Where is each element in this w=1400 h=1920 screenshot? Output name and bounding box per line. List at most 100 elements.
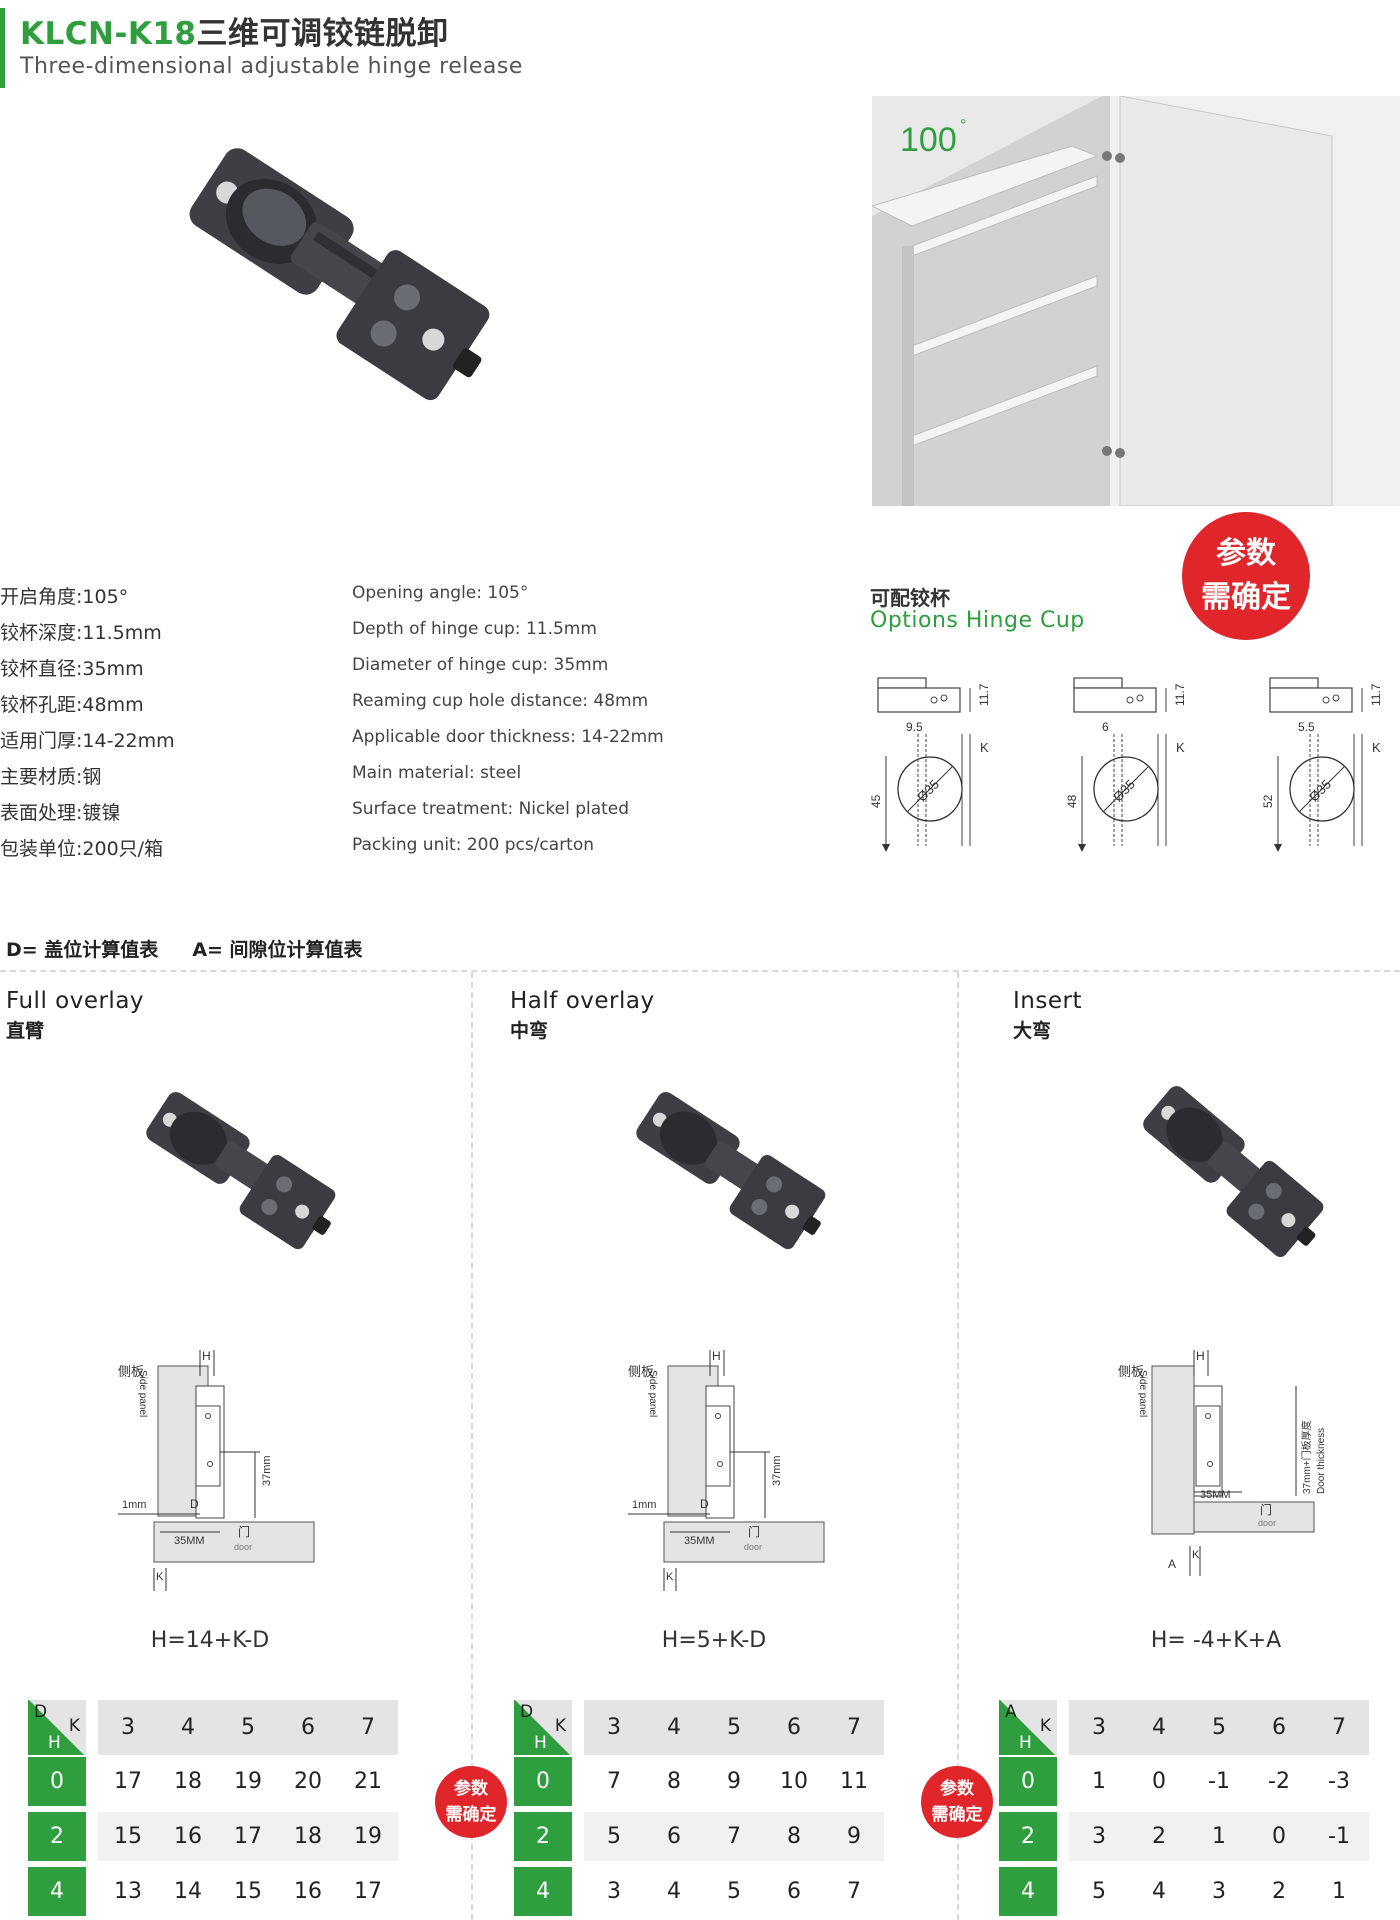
h-label: H [712, 1349, 721, 1363]
table-h-cell: 4 [999, 1867, 1057, 1916]
table-h-cell: 2 [514, 1812, 572, 1861]
table-cell: 19 [338, 1812, 398, 1861]
cup-height-label: 11.7 [977, 683, 991, 706]
section-divider [0, 970, 1400, 972]
mm35-label: 35MM [174, 1535, 205, 1547]
spec-value: 105° [82, 586, 129, 608]
table-h-cell: 4 [514, 1867, 572, 1916]
table-k-header: 5 [704, 1700, 764, 1755]
door-cn: 门 [238, 1524, 250, 1539]
corner-left: D [520, 1702, 534, 1722]
spec-label: 铰杯直径: [0, 658, 83, 680]
cup-k-label: K [1176, 740, 1185, 755]
k-label: K [156, 1571, 164, 1583]
table-cell: 2 [1129, 1812, 1189, 1861]
corner-left: D [34, 1702, 48, 1722]
door-en: door [234, 1542, 252, 1552]
table-cell: 17 [218, 1812, 278, 1861]
corner-bottom: H [48, 1733, 61, 1753]
spec-label: 表面处理: [0, 802, 83, 824]
side-panel-en: Side panel [647, 1370, 658, 1417]
hinge-cup-diagram-2: 11.7 5.5 K Ø35 52 [1262, 677, 1383, 852]
spec-en-1: Depth of hinge cup: 11.5mm [352, 619, 597, 639]
spec-cn-7: 包装单位:200只/箱 [0, 834, 163, 861]
mm35-label: 35MM [684, 1535, 715, 1547]
mm1-label: 1mm [632, 1499, 656, 1511]
badge-line1: 参数 [1216, 536, 1276, 571]
spec-label: 主要材质: [0, 766, 83, 788]
spec-value: 200只/箱 [82, 838, 164, 860]
cup-offset-label: 6 [1102, 720, 1109, 734]
table-cell: -2 [1268, 1769, 1290, 1794]
hinge-image-2 [1143, 1086, 1324, 1257]
cup-height-label: 11.7 [1369, 683, 1383, 706]
hinge-cup-diagram-1: 11.7 6 K Ø35 48 [1066, 677, 1187, 852]
table-corner: A K H [999, 1700, 1057, 1755]
column-divider-1 [471, 972, 473, 1920]
table-cell: 8 [667, 1769, 681, 1794]
table-cell: 2 [1272, 1879, 1286, 1904]
table-cell: 15 [234, 1879, 262, 1904]
table-k-header: 7 [338, 1700, 398, 1755]
side-panel-en: Side panel [1137, 1370, 1148, 1417]
cup-k-label: K [980, 740, 989, 755]
spec-en-6: Surface treatment: Nickel plated [352, 799, 630, 819]
main-hinge-image [189, 148, 490, 401]
table-cell: 5 [584, 1812, 644, 1861]
mm37-label: 37mm [771, 1455, 783, 1486]
spec-value: 14-22mm [82, 730, 175, 752]
spec-label: 铰杯深度: [0, 622, 83, 644]
cup-subtitle: Options Hinge Cup [870, 608, 1085, 633]
table-cell: 17 [114, 1769, 142, 1794]
legend-a: A= 间隙位计算值表 [192, 939, 363, 961]
spec-label: 适用门厚: [0, 730, 83, 752]
model-code: KLCN-K18 [20, 16, 197, 52]
cabinet-image: 100 ° [872, 96, 1400, 506]
spec-label: 包装单位: [0, 838, 83, 860]
hinge-image-0 [146, 1092, 336, 1250]
cup-offset-label: 9.5 [906, 720, 923, 734]
table-cell: 5 [727, 1879, 741, 1904]
cup-distance-label: 45 [870, 794, 883, 808]
a-label: A [1168, 1557, 1176, 1571]
table-cell: 0 [1249, 1812, 1309, 1861]
corner-right: K [554, 1716, 566, 1736]
spec-en-5: Main material: steel [352, 763, 522, 783]
col-cn-full-overlay: 直臂 [6, 1020, 45, 1042]
table-cell: 18 [278, 1812, 338, 1861]
corner-right: K [1039, 1716, 1051, 1736]
svg-text:100: 100 [900, 121, 957, 159]
spec-en-2: Diameter of hinge cup: 35mm [352, 655, 609, 675]
h-label: H [1196, 1349, 1205, 1363]
h-label: H [202, 1349, 211, 1363]
table-cell: 4 [667, 1879, 681, 1904]
mid-badge-line1: 参数 [454, 1779, 488, 1799]
table-cell: 5 [1092, 1879, 1106, 1904]
spec-value: 35mm [82, 658, 144, 680]
table-cell: 9 [727, 1769, 741, 1794]
cup-distance-label: 52 [1262, 794, 1275, 808]
table-k-header: 4 [644, 1700, 704, 1755]
spec-value: 48mm [82, 694, 144, 716]
spec-en-0: Opening angle: 105° [352, 583, 529, 603]
corner-bottom: H [1019, 1733, 1032, 1753]
table-cell: 16 [294, 1879, 322, 1904]
table-k-header: 7 [824, 1700, 884, 1755]
mid-badge-line2: 需确定 [445, 1805, 497, 1825]
mid-badge-1: 参数 需确定 [435, 1766, 507, 1838]
table-corner: D K H [514, 1700, 572, 1755]
mid-badge-line2: 需确定 [931, 1805, 983, 1825]
table-cell: 7 [704, 1812, 764, 1861]
door-cn: 门 [1260, 1502, 1272, 1517]
table-cell: 3 [1069, 1812, 1129, 1861]
mid-badge-2: 参数 需确定 [921, 1766, 993, 1838]
door-en: door [744, 1542, 762, 1552]
table-cell: 3 [1212, 1879, 1226, 1904]
table-h-cell: 0 [999, 1757, 1057, 1806]
formula-insert: H= -4+K+A [1150, 1628, 1282, 1653]
table-h-cell: 0 [514, 1757, 572, 1806]
table-k-header: 3 [98, 1700, 158, 1755]
table-cell: -1 [1208, 1769, 1230, 1794]
side-panel-en: Side panel [137, 1370, 148, 1417]
formula-full-overlay: H=14+K-D [150, 1628, 270, 1653]
